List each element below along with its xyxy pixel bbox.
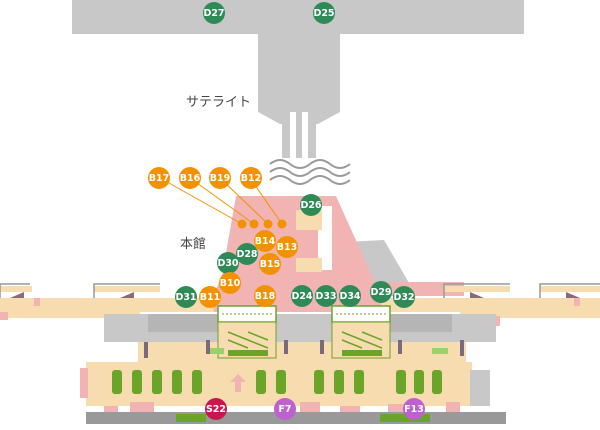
gate-label: B14 <box>255 236 276 247</box>
gate-b13[interactable]: B13 <box>276 236 298 258</box>
shops <box>104 402 460 414</box>
gate-label: D24 <box>291 291 312 302</box>
gate-d29[interactable]: D29 <box>370 281 392 303</box>
gate-marker-circle <box>276 236 298 258</box>
gate-label: D34 <box>339 291 360 302</box>
gate-label: D29 <box>370 287 391 298</box>
gate-d31[interactable]: D31 <box>175 286 197 308</box>
gate-marker-circle <box>291 285 313 307</box>
gate-marker-circle <box>254 230 276 252</box>
gate-marker-circle <box>370 281 392 303</box>
gate-marker-circle <box>175 286 197 308</box>
gate-b11[interactable]: B11 <box>199 286 221 308</box>
gate-label: B19 <box>210 173 230 184</box>
gate-d25[interactable]: D25 <box>313 2 335 24</box>
gate-label: D32 <box>393 292 414 303</box>
main-building-label: 本館 <box>180 237 206 252</box>
gate-marker-circle <box>403 398 425 420</box>
gate-marker-circle <box>236 243 258 265</box>
gate-d33[interactable]: D33 <box>315 285 337 307</box>
gate-label: B10 <box>220 278 241 289</box>
gate-marker-circle <box>259 253 281 275</box>
gate-label: F13 <box>404 404 424 415</box>
gate-marker-circle <box>203 2 225 24</box>
gate-d32[interactable]: D32 <box>393 286 415 308</box>
gate-label: B16 <box>180 173 201 184</box>
gate-b15[interactable]: B15 <box>259 253 281 275</box>
checkin-counters <box>112 348 448 394</box>
gate-label: D26 <box>300 200 321 211</box>
gate-label: B15 <box>260 259 280 270</box>
gate-points <box>237 219 287 229</box>
gate-label: D27 <box>203 8 224 19</box>
gate-b16[interactable]: B16 <box>179 167 201 189</box>
connector-wave <box>269 159 351 185</box>
gate-label: B13 <box>277 242 297 253</box>
gate-label: D25 <box>313 8 334 19</box>
gate-b18[interactable]: B18 <box>254 285 276 307</box>
gate-f7[interactable]: F7 <box>274 398 296 420</box>
gate-marker-circle <box>205 398 227 420</box>
gate-b17[interactable]: B17 <box>148 167 170 189</box>
satellite-label: サテライト <box>186 95 251 110</box>
gate-label: D30 <box>217 258 238 269</box>
gate-marker-circle <box>219 272 241 294</box>
structural-bars <box>144 340 464 358</box>
gate-b12[interactable]: B12 <box>240 167 262 189</box>
road <box>86 412 506 424</box>
gate-d28[interactable]: D28 <box>236 243 258 265</box>
gate-label: B11 <box>200 292 220 303</box>
gate-label: B12 <box>241 173 261 184</box>
gate-d26[interactable]: D26 <box>300 194 322 216</box>
gate-b19[interactable]: B19 <box>209 167 231 189</box>
gate-label: D33 <box>315 291 336 302</box>
gate-d34[interactable]: D34 <box>339 285 361 307</box>
gate-marker-circle <box>339 285 361 307</box>
gate-d30[interactable]: D30 <box>217 252 239 274</box>
gate-marker-circle <box>179 167 201 189</box>
gate-d24[interactable]: D24 <box>291 285 313 307</box>
leader-lines <box>159 177 283 225</box>
gate-d27[interactable]: D27 <box>203 2 225 24</box>
security-zones <box>217 305 391 359</box>
gate-marker-circle <box>240 167 262 189</box>
gate-f13[interactable]: F13 <box>403 398 425 420</box>
gate-marker-circle <box>315 285 337 307</box>
gate-label: D28 <box>236 249 257 260</box>
gate-label: F7 <box>278 404 291 415</box>
gate-marker-circle <box>274 398 296 420</box>
gate-b10[interactable]: B10 <box>219 272 241 294</box>
gate-label: B17 <box>149 173 169 184</box>
gate-marker-circle <box>254 285 276 307</box>
gate-marker-circle <box>199 286 221 308</box>
gate-marker-circle <box>393 286 415 308</box>
gate-s22[interactable]: S22 <box>205 398 227 420</box>
up-arrow-icon <box>230 374 246 392</box>
gate-label: S22 <box>206 404 226 415</box>
gate-label: D31 <box>175 292 196 303</box>
gate-marker-circle <box>217 252 239 274</box>
gate-marker-circle <box>313 2 335 24</box>
gate-b14[interactable]: B14 <box>254 230 276 252</box>
gate-marker-circle <box>300 194 322 216</box>
gate-marker-circle <box>148 167 170 189</box>
gate-label: B18 <box>255 291 276 302</box>
gate-marker-circle <box>209 167 231 189</box>
satellite-building <box>72 0 524 170</box>
